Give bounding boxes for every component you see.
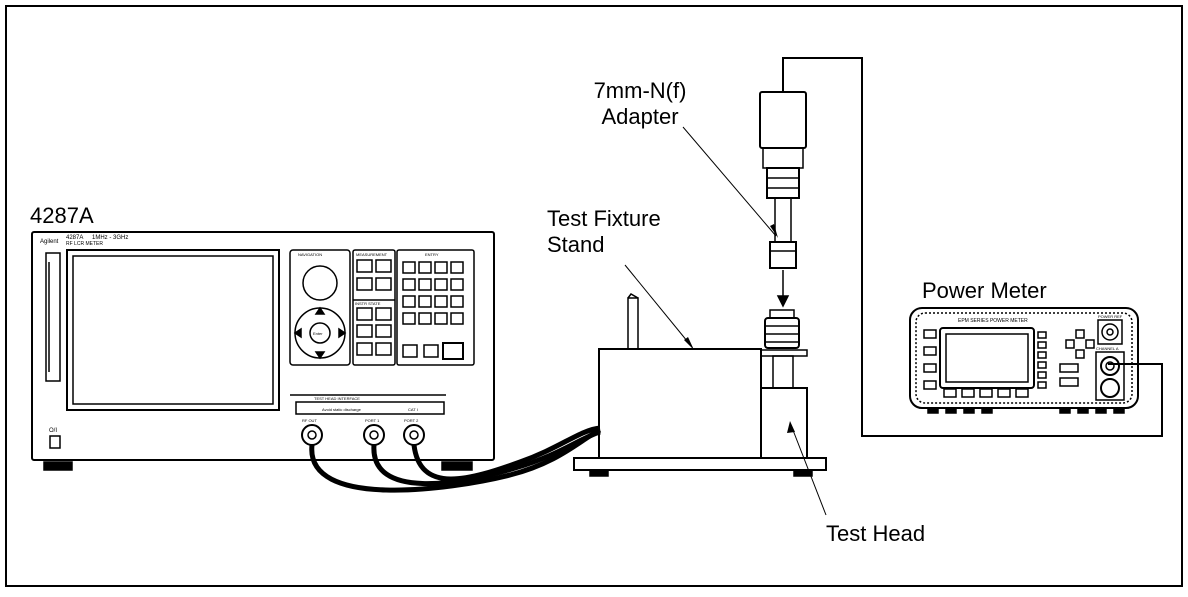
power-meter-label: Power Meter xyxy=(922,278,1047,303)
entry-title: ENTRY xyxy=(425,252,439,257)
adapter-label-line1: 7mm-N(f) xyxy=(593,78,687,103)
adapter-7mm-n xyxy=(769,241,797,269)
test-head-label: Test Head xyxy=(826,521,926,546)
navigation-panel xyxy=(289,249,351,366)
test-head-interface-label xyxy=(295,401,445,415)
measurement-keys xyxy=(356,259,392,356)
test-head-interface-title: TEST HEAD INTERFACE xyxy=(314,396,360,401)
port1-label: PORT 1 xyxy=(365,418,380,423)
channel-a-port xyxy=(1095,351,1125,401)
floppy-slot xyxy=(45,252,61,382)
sensor-cable xyxy=(782,57,1163,437)
test-head xyxy=(760,355,808,459)
measurement-panel xyxy=(352,249,396,366)
enter-key-label: Enter xyxy=(313,331,323,336)
instr-state-title: INSTR STATE xyxy=(355,301,381,306)
entry-panel xyxy=(396,249,475,366)
stand-label-line2: Stand xyxy=(547,232,605,257)
instrument-subtitle-text: RF LCR METER xyxy=(66,241,103,247)
diagram-frame xyxy=(5,5,1183,587)
rf-out-connector xyxy=(301,424,323,446)
static-warning-text: Avoid static discharge xyxy=(322,407,362,412)
test-head-leader xyxy=(790,424,827,516)
enter-key xyxy=(309,322,331,344)
measurement-title: MEASUREMENT xyxy=(356,252,388,257)
adapter-label-line2: Adapter xyxy=(601,104,679,129)
instrument-range-text: 1MHz - 3GHz xyxy=(92,235,128,241)
port2-label: PORT 2 xyxy=(404,418,419,423)
test-head-cables xyxy=(309,425,602,493)
test-head-connector xyxy=(764,309,800,349)
power-ref-label: POWER REF xyxy=(1098,314,1123,319)
test-fixture-stand xyxy=(573,293,827,477)
instrument-label: 4287A xyxy=(30,203,94,228)
stand-leader xyxy=(624,264,693,348)
power-meter-display xyxy=(939,327,1035,389)
display-screen xyxy=(66,249,280,411)
port1-connector xyxy=(363,424,385,446)
channel-label: CHANNEL A xyxy=(1096,346,1119,351)
entry-keys xyxy=(402,261,464,360)
cat-text: CAT I xyxy=(408,407,418,412)
power-switch xyxy=(49,435,61,449)
power-meter xyxy=(909,307,1139,414)
instrument-4287a xyxy=(31,231,495,471)
power-switch-label: O/I xyxy=(49,428,57,434)
power-ref-port xyxy=(1097,319,1123,345)
navigation-title: NAVIGATION xyxy=(298,252,322,257)
navigation-knob xyxy=(302,265,338,301)
instrument-model-text: 4287A xyxy=(66,235,83,241)
rf-out-label: RF OUT xyxy=(302,418,317,423)
port2-connector xyxy=(403,424,425,446)
power-meter-title: EPM SERIES POWER METER xyxy=(958,318,1028,324)
power-sensor xyxy=(759,91,807,243)
adapter-leader xyxy=(682,126,777,237)
instrument-brand-text: Agilent xyxy=(40,239,59,245)
stand-label-line1: Test Fixture xyxy=(547,206,661,231)
